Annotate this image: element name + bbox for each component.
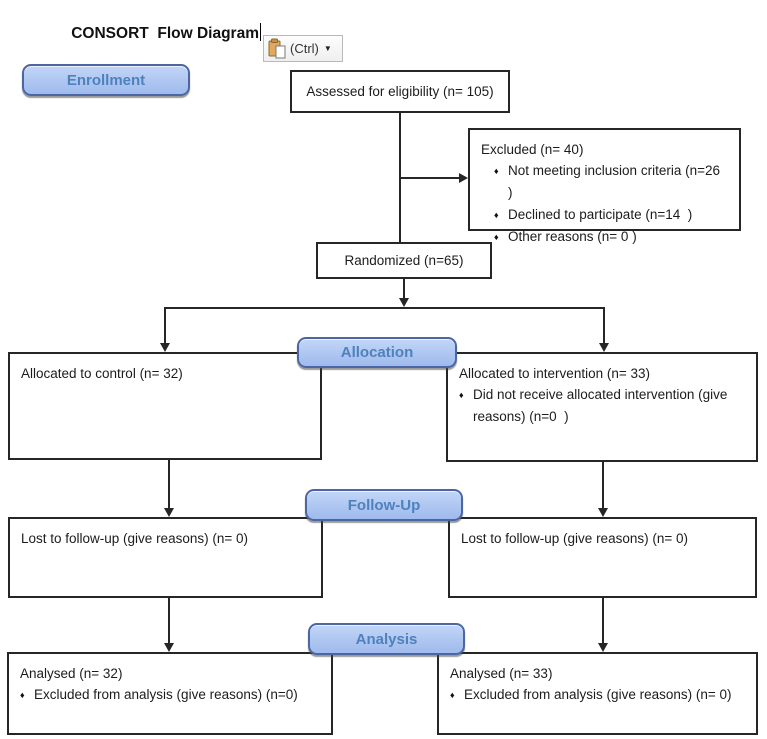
bullet-icon: ♦ [494,166,499,176]
dropdown-arrow-icon: ▼ [323,44,332,53]
arrowhead-allocation-left [160,343,170,352]
box-randomized[interactable]: Randomized (n=65) [316,242,492,279]
connector-branch-right [603,309,605,344]
list-item: ♦ Excluded from analysis (give reasons) … [20,684,321,706]
arrowhead-followup-right [598,508,608,517]
bullet-icon: ♦ [459,390,464,400]
stage-label-followup[interactable]: Follow-Up [305,489,463,521]
bullet-icon: ♦ [450,690,455,700]
connector-branch-left [164,309,166,344]
connector-branch-horizontal [164,307,605,309]
box-followup-intervention-title: Lost to follow-up (give reasons) (n= 0) [461,531,688,546]
bullet-icon: ♦ [494,232,499,242]
list-item: ♦ Other reasons (n= 0 ) [494,226,729,248]
list-item: ♦ Excluded from analysis (give reasons) … [450,684,746,706]
box-excluded[interactable]: Excluded (n= 40) ♦ Not meeting inclusion… [468,128,741,244]
box-analysis-intervention-title: Analysed (n= 33) [450,666,553,681]
connector-allocation-followup-right [602,462,604,509]
box-allocated-control[interactable]: Allocated to control (n= 32) [8,352,322,460]
connector-followup-analysis-left [168,598,170,644]
box-followup-control[interactable]: Lost to follow-up (give reasons) (n= 0) [8,517,323,598]
connector-randomized-branch [403,279,405,299]
box-allocated-intervention-title: Allocated to intervention (n= 33) [459,366,650,381]
box-allocated-control-title: Allocated to control (n= 32) [21,366,183,381]
page-title[interactable]: CONSORT Flow Diagram [54,5,262,61]
box-randomized-text: Randomized (n=65) [344,253,464,268]
bullet-icon: ♦ [494,210,499,220]
box-followup-intervention[interactable]: Lost to follow-up (give reasons) (n= 0) [448,517,757,598]
bullet-icon: ♦ [20,690,25,700]
connector-to-excluded [400,177,459,179]
box-analysis-intervention[interactable]: Analysed (n= 33) ♦ Excluded from analysi… [437,652,758,735]
stage-label-allocation[interactable]: Allocation [297,337,457,368]
arrowhead-allocation-right [599,343,609,352]
arrowhead-analysis-right [598,643,608,652]
paste-options-button[interactable]: (Ctrl) ▼ [263,35,343,62]
clipboard-paste-icon [268,38,286,59]
arrowhead-followup-left [164,508,174,517]
box-analysis-control[interactable]: Analysed (n= 32) ♦ Excluded from analysi… [7,652,333,735]
box-followup-control-title: Lost to follow-up (give reasons) (n= 0) [21,531,248,546]
connector-allocation-followup-left [168,460,170,509]
box-assessed-text: Assessed for eligibility (n= 105) [306,84,494,99]
text-cursor [259,23,262,41]
stage-label-analysis[interactable]: Analysis [308,623,465,655]
arrowhead-analysis-left [164,643,174,652]
stage-label-enrollment[interactable]: Enrollment [22,64,190,96]
arrowhead-branch [399,298,409,307]
list-item: ♦ Did not receive allocated intervention… [459,384,746,428]
page-title-text: CONSORT Flow Diagram [71,25,259,42]
box-analysis-control-title: Analysed (n= 32) [20,666,123,681]
connector-followup-analysis-right [602,598,604,644]
list-item: ♦ Declined to participate (n=14 ) [494,204,729,226]
list-item: ♦ Not meeting inclusion criteria (n=26 ) [494,160,729,204]
box-excluded-title: Excluded (n= 40) [481,142,584,157]
arrowhead-excluded [459,173,468,183]
box-assessed-eligibility[interactable]: Assessed for eligibility (n= 105) [290,70,510,113]
box-allocated-intervention[interactable]: Allocated to intervention (n= 33) ♦ Did … [446,352,758,462]
paste-button-label: (Ctrl) [290,41,319,56]
